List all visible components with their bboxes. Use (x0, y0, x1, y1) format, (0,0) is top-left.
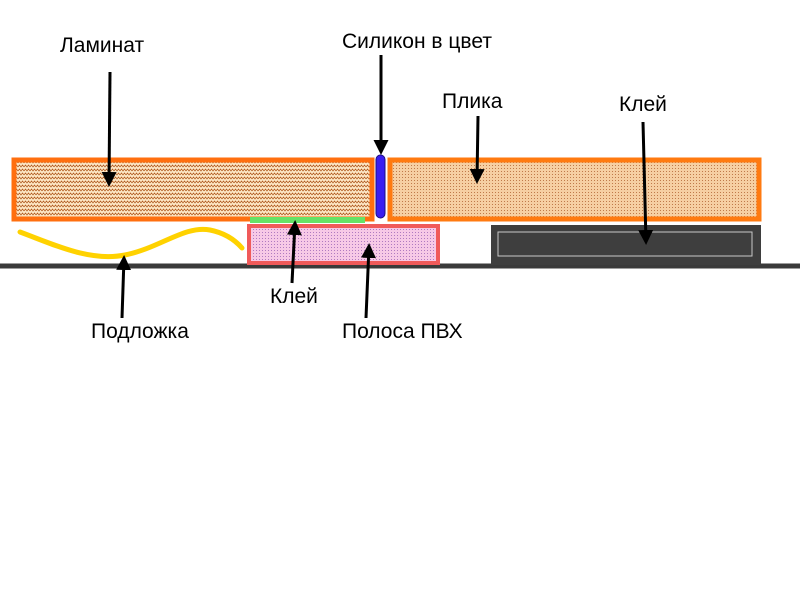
label-laminate: Ламинат (60, 34, 144, 57)
arrow-glue-tile (638, 121, 654, 245)
label-glue-tile: Клей (619, 93, 667, 116)
tile-adhesive-inner (497, 231, 753, 257)
underlay-wave (17, 226, 245, 260)
tile-adhesive-block (491, 225, 761, 265)
tile (387, 157, 762, 222)
silicone-bead (375, 154, 386, 219)
label-tile: Плика (442, 90, 503, 113)
arrow-underlay (116, 255, 132, 319)
arrow-glue-pvc (286, 220, 302, 284)
pvc-strip (247, 224, 440, 265)
laminate-board (11, 157, 375, 222)
label-glue-pvc: Клей (270, 285, 318, 308)
arrow-laminate (101, 71, 117, 187)
glue-strip (250, 217, 365, 223)
arrow-tile (469, 115, 485, 184)
arrow-pvc-strip (361, 243, 376, 319)
label-silicone: Силикон в цвет (342, 30, 492, 53)
label-pvc-strip: Полоса ПВХ (342, 320, 463, 343)
label-underlay: Подложка (91, 320, 189, 343)
